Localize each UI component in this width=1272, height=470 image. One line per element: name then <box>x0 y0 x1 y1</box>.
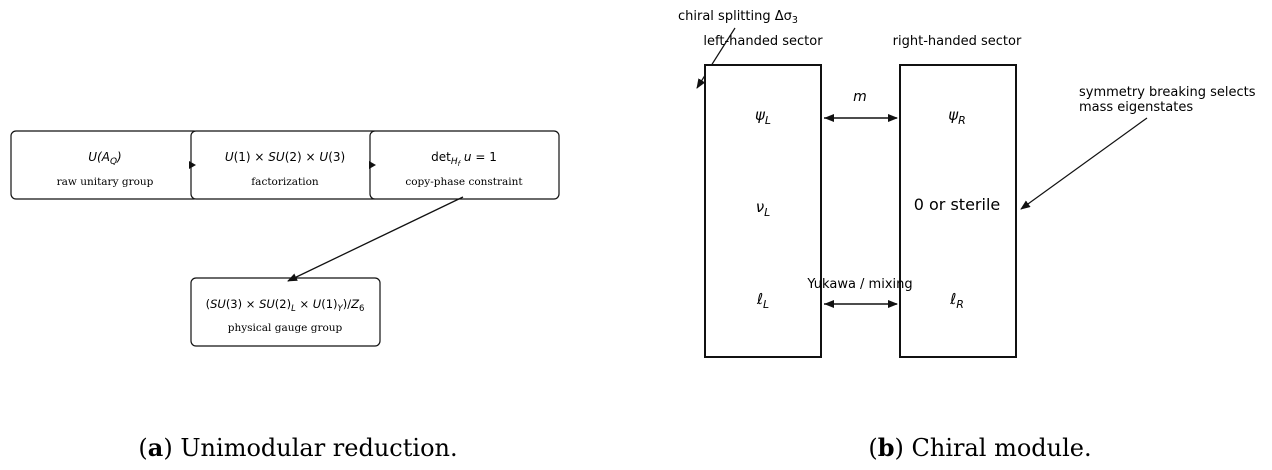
double-arrow-mass-left-head <box>824 114 834 122</box>
annotation-chiral-splitting: chiral splitting Δσ3 <box>678 9 798 26</box>
annotation-symmetry-breaking-arrow <box>1020 117 1148 210</box>
caption-a-text: Unimodular reduction. <box>173 434 458 462</box>
panel-b: chiral splitting Δσ3 left-handed sector … <box>678 9 1256 462</box>
right-entry-ell: ℓR <box>949 290 964 311</box>
box-subtitle: factorization <box>251 176 319 188</box>
box-raw-unitary-group: U(AQ) raw unitary group <box>10 130 200 200</box>
left-sector-header: left-handed sector <box>703 34 823 49</box>
panel-a: U(AQ) raw unitary group U(1) × SU(2) × U… <box>10 130 560 462</box>
left-entry-nu: νL <box>756 198 771 219</box>
annotation-symmetry-breaking-line2: mass eigenstates <box>1079 100 1193 115</box>
box-title: detHf u = 1 <box>431 150 497 168</box>
arrow-label-yukawa: Yukawa / mixing <box>806 277 912 292</box>
caption-b: (b) Chiral module. <box>868 433 1091 462</box>
left-entry-ell: ℓL <box>756 290 769 311</box>
box-subtitle: physical gauge group <box>228 322 343 334</box>
arrow-constraint-to-gauge-group <box>287 196 464 282</box>
caption-a: (a) Unimodular reduction. <box>138 433 457 462</box>
right-sector-box <box>899 64 1017 358</box>
right-entry-sterile: 0 or sterile <box>914 195 1000 214</box>
caption-b-text: Chiral module. <box>904 434 1092 462</box>
connector-arrow-2-3 <box>369 161 376 169</box>
left-entry-psi: ψL <box>755 106 771 127</box>
box-physical-gauge-group: (SU(3) × SU(2)L × U(1)Y)/Z6 physical gau… <box>190 277 381 347</box>
double-arrow-yukawa-left-head <box>824 300 834 308</box>
box-title: (SU(3) × SU(2)L × U(1)Y)/Z6 <box>206 297 365 314</box>
box-copy-phase-constraint: detHf u = 1 copy-phase constraint <box>369 130 560 200</box>
caption-b-letter: b <box>878 433 895 462</box>
left-sector-box <box>704 64 822 358</box>
right-sector-header: right-handed sector <box>893 34 1022 49</box>
caption-a-letter: a <box>148 433 164 462</box>
box-subtitle: copy-phase constraint <box>405 176 523 188</box>
box-title: U(1) × SU(2) × U(3) <box>225 150 345 164</box>
box-factorization: U(1) × SU(2) × U(3) factorization <box>190 130 380 200</box>
annotation-symmetry-breaking-line1: symmetry breaking selects <box>1079 85 1256 100</box>
right-entry-psi: ψR <box>948 106 966 127</box>
annotation-chiral-splitting-arrow <box>696 27 736 89</box>
arrow-label-m: m <box>853 89 867 105</box>
box-subtitle: raw unitary group <box>57 176 154 188</box>
connector-arrow-1-2 <box>189 161 196 169</box>
